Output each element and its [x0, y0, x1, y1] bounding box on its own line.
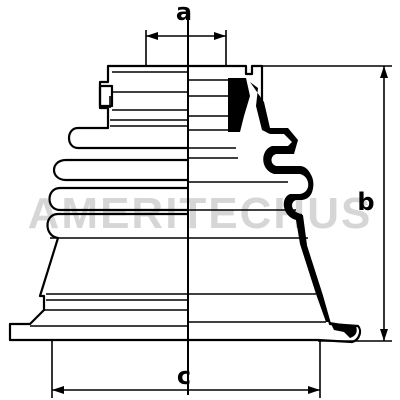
dimension-c-arrow-left: [52, 386, 64, 394]
dimension-a-arrow-right: [214, 32, 226, 40]
dimension-b-arrow-bottom: [380, 329, 388, 341]
dimension-b: [262, 65, 392, 342]
dimension-label-b: b: [357, 188, 374, 216]
boot-right-inner: [188, 79, 326, 323]
dimension-a-arrow-left: [146, 32, 158, 40]
boot-left-outline: [8, 64, 188, 342]
neck-section: [250, 82, 330, 322]
clamp-band: [98, 84, 114, 108]
dimension-label-c: c: [177, 362, 191, 390]
section-cut-areas: [228, 78, 357, 338]
dimension-c: [51, 340, 321, 398]
dimension-b-arrow-top: [380, 66, 388, 78]
base-lip-section: [330, 322, 357, 338]
dimension-c-arrow-right: [308, 386, 320, 394]
collar-section: [228, 78, 250, 132]
dimension-label-a: a: [176, 0, 192, 26]
boot-left-bands: [30, 71, 188, 327]
